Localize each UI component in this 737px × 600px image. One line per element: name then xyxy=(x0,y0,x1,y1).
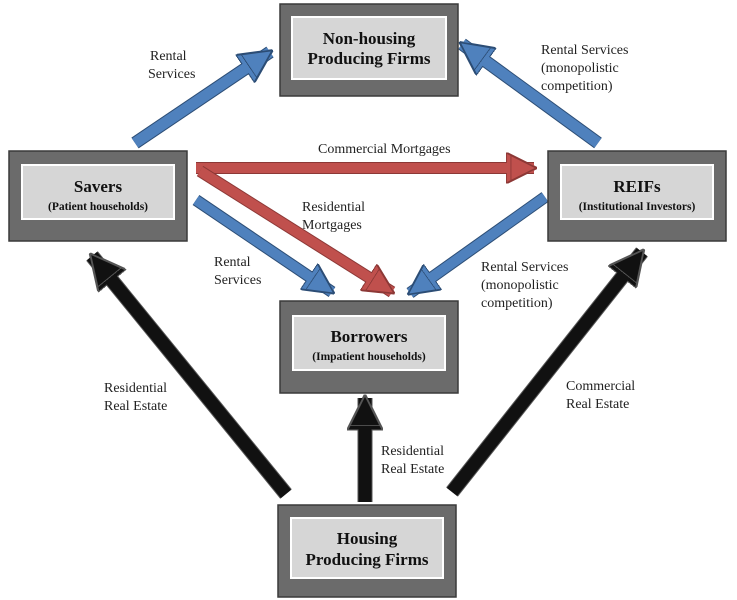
savers-subtitle: (Patient households) xyxy=(48,201,148,213)
node-nonhousing-firms: Non-housing Producing Firms xyxy=(279,3,459,97)
label-savers-to-borrowers-rental: Rental Services xyxy=(214,255,261,288)
arrow-reifs-to-nonhousing xyxy=(462,38,602,149)
label-savers-to-borrowers-mortgage: Residential Mortgages xyxy=(302,200,365,233)
label-residential-re-line2: Real Estate xyxy=(104,399,167,414)
arrow-housing-to-savers xyxy=(86,251,292,499)
label-residential-mortgages-line1: Residential xyxy=(302,200,365,215)
label-rental-services-line3: competition) xyxy=(541,79,613,94)
borrowers-subtitle: (Impatient households) xyxy=(312,351,426,363)
label-rental-services-line1: Rental Services xyxy=(541,43,628,58)
label-commercial-re-line2: Real Estate xyxy=(566,397,629,412)
label-rental-services-line2: (monopolistic xyxy=(541,61,619,76)
label-rental-services-3-line1: Rental Services xyxy=(481,260,568,275)
arrow-reifs-to-borrowers xyxy=(410,192,549,298)
savers-title: Savers xyxy=(74,177,123,196)
label-commercial-mortgages: Commercial Mortgages xyxy=(318,142,451,157)
label-housing-to-savers: Residential Real Estate xyxy=(104,381,167,414)
borrowers-title: Borrowers xyxy=(330,327,407,346)
label-rental-line1: Rental xyxy=(150,49,187,64)
reifs-subtitle: (Institutional Investors) xyxy=(579,201,696,213)
nonhousing-title-line2: Producing Firms xyxy=(308,49,431,68)
node-savers: Savers (Patient households) xyxy=(8,150,188,242)
arrow-savers-to-nonhousing xyxy=(131,46,270,149)
label-rental-services-3-line3: competition) xyxy=(481,296,553,311)
label-housing-to-reifs: Commercial Real Estate xyxy=(566,379,635,412)
housing-title-line2: Producing Firms xyxy=(306,550,429,569)
label-residential-re-2-line2: Real Estate xyxy=(381,462,444,477)
arrow-savers-to-borrowers-mortgage xyxy=(196,165,392,298)
label-commercial-re-line1: Commercial xyxy=(566,379,635,394)
label-savers-to-reifs: Commercial Mortgages xyxy=(318,142,451,157)
label-residential-mortgages-line2: Mortgages xyxy=(302,218,362,233)
label-housing-to-borrowers: Residential Real Estate xyxy=(381,444,444,477)
label-rental-services-2-line2: Services xyxy=(214,273,261,288)
label-rental-services-2-line1: Rental xyxy=(214,255,251,270)
reifs-title: REIFs xyxy=(613,177,661,196)
label-residential-re-line1: Residential xyxy=(104,381,167,396)
node-housing-firms: Housing Producing Firms xyxy=(277,504,457,598)
label-rental-line2: Services xyxy=(148,67,195,82)
nonhousing-title-line1: Non-housing xyxy=(323,29,416,48)
node-reifs: REIFs (Institutional Investors) xyxy=(547,150,727,242)
arrow-savers-to-borrowers-rental xyxy=(192,195,332,297)
arrow-housing-to-reifs xyxy=(446,252,648,497)
label-savers-to-nonhousing: Rental Services xyxy=(148,49,195,82)
housing-title-line1: Housing xyxy=(337,529,398,548)
node-borrowers: Borrowers (Impatient households) xyxy=(279,300,459,394)
label-rental-services-3-line2: (monopolistic xyxy=(481,278,559,293)
label-reifs-to-borrowers: Rental Services (monopolistic competitio… xyxy=(481,260,568,311)
label-reifs-to-nonhousing: Rental Services (monopolistic competitio… xyxy=(541,43,628,94)
label-residential-re-2-line1: Residential xyxy=(381,444,444,459)
